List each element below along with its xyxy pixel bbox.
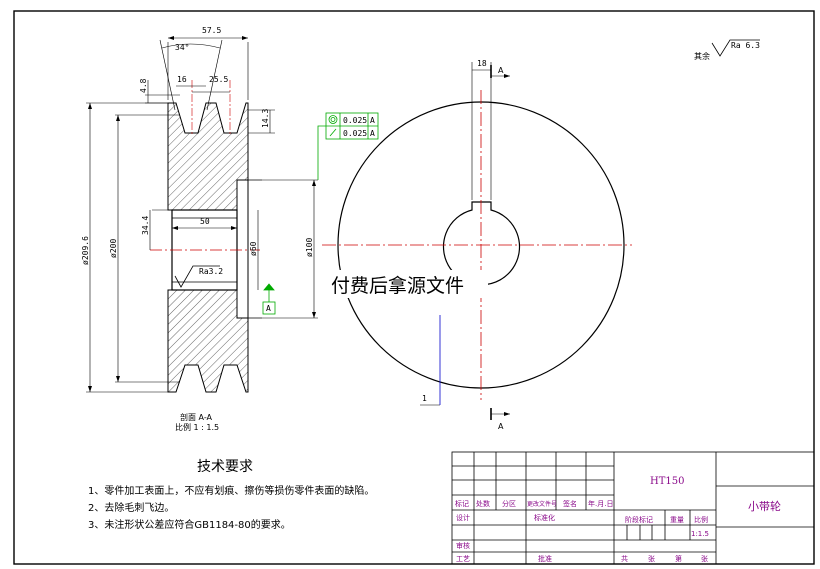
geometric-tolerance-frame — [317, 112, 379, 180]
bore-with-keyway — [442, 201, 521, 286]
tb-col-5: 签名 — [563, 499, 577, 508]
pulley-section-body — [167, 102, 249, 211]
tb-process: 工艺 — [456, 555, 470, 563]
part-name: 小带轮 — [748, 499, 781, 513]
tb-col-6: 年.月.日 — [588, 499, 613, 508]
section-scale: 比例 1 : 1.5 — [175, 422, 219, 432]
tol-row2-datum: A — [370, 129, 375, 138]
roughness-other: 其余 Ra 6.3 — [694, 39, 760, 61]
tb-col-2: 处数 — [476, 499, 490, 508]
technical-requirements: 技术要求 1、零件加工表面上，不应有划痕、擦伤等损伤零件表面的缺陷。 2、去除毛… — [88, 459, 374, 531]
material: HT150 — [650, 476, 684, 487]
tb-col-1: 标记 — [455, 499, 469, 508]
roughness-bore-value: Ra3.2 — [199, 267, 223, 276]
dim-16: 16 — [177, 75, 187, 84]
requirement-2: 2、去除毛刺飞边。 — [88, 501, 174, 514]
dim-1: 1 — [422, 394, 427, 403]
tb-review: 审核 — [456, 541, 470, 550]
tb-footer-4: 张 — [701, 554, 708, 563]
tol-row2-value: 0.025 — [343, 129, 367, 138]
dim-50: 50 — [200, 217, 210, 226]
dim-4-8: 4.8 — [139, 78, 148, 93]
section-label: 剖面 A-A — [180, 412, 213, 422]
tb-weight: 重量 — [670, 516, 684, 524]
section-arrow-a-top: A — [498, 66, 504, 75]
tb-footer-2: 张 — [648, 554, 655, 563]
drawing-border — [13, 10, 815, 565]
dim-25-5: 25.5 — [209, 75, 228, 84]
tb-approve: 批准 — [538, 554, 552, 563]
requirement-1: 1、零件加工表面上，不应有划痕、擦伤等损伤零件表面的缺陷。 — [88, 484, 374, 497]
tb-footer-1: 共 — [621, 554, 628, 563]
tb-design: 设计 — [456, 513, 470, 522]
datum-symbol — [262, 283, 276, 315]
dim-14-3: 14.3 — [261, 109, 270, 128]
section-view: 57.5 34° 16 25.5 4.8 14.3 50 34.4 ø209.6… — [81, 26, 379, 432]
dim-angle: 34° — [175, 43, 189, 52]
watermark-text: 付费后拿源文件 — [331, 274, 464, 297]
tol-row1-datum: A — [370, 116, 375, 125]
hub-flange — [236, 179, 249, 319]
dim-34-4: 34.4 — [141, 216, 150, 235]
tb-scale-label: 比例 — [694, 515, 708, 524]
dim-dia-60: ø60 — [249, 241, 258, 256]
title-block-text: HT150 小带轮 标记 处数 分区 更改文件号 签名 年.月.日 设计 标准化… — [455, 476, 781, 563]
requirements-title: 技术要求 — [197, 459, 253, 475]
roughness-other-label: 其余 — [694, 51, 710, 61]
dim-dia-100: ø100 — [305, 238, 314, 257]
tol-row1-value: 0.025 — [343, 116, 367, 125]
dim-57-5: 57.5 — [202, 26, 221, 35]
tb-col-3: 分区 — [502, 499, 516, 508]
roughness-symbol-bore — [174, 265, 220, 288]
tb-footer-3: 第 — [675, 554, 682, 563]
roughness-other-value: Ra 6.3 — [731, 41, 760, 50]
pulley-section-body-lower — [167, 289, 249, 393]
front-view: 18 A A 1 付费后拿源文件 — [322, 59, 632, 431]
section-arrow-a-bottom: A — [498, 422, 504, 431]
tb-scale-value: 1:1.5 — [691, 530, 709, 538]
title-block — [451, 451, 815, 565]
dim-keyway-18: 18 — [477, 59, 487, 68]
dim-dia-209-6: ø209.6 — [81, 236, 90, 265]
requirement-3: 3、未注形状公差应符合GB1184-80的要求。 — [88, 518, 291, 531]
dim-dia-200: ø200 — [109, 239, 118, 258]
tb-stage-mark: 阶段标记 — [625, 515, 653, 524]
datum-label: A — [266, 304, 271, 313]
tb-col-4: 更改文件号 — [527, 500, 557, 508]
tb-standardize: 标准化 — [534, 513, 555, 522]
